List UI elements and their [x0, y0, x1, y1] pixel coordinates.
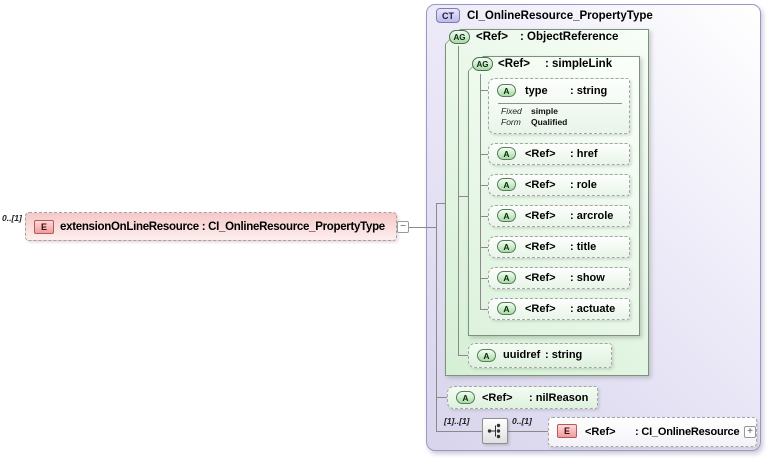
connector-line: [409, 227, 436, 228]
connector-line: [436, 203, 437, 432]
attribute-name: uuidref: [503, 349, 541, 361]
complex-type-title: CI_OnlineResource_PropertyType: [467, 10, 653, 22]
element-box-extensiononlineresource[interactable]: [25, 212, 397, 241]
connector-line: [436, 203, 445, 204]
element-badge: E: [34, 220, 54, 234]
child-cardinality: 0..[1]: [512, 416, 532, 426]
element-label: extensionOnLineResource : CI_OnlineResou…: [60, 221, 385, 233]
sequence-compositor[interactable]: [482, 418, 508, 444]
connector-line: [436, 431, 482, 432]
facet-label: Form: [501, 117, 521, 127]
connector-line: [480, 185, 488, 186]
attribute-box-title[interactable]: [488, 236, 630, 258]
attribute-badge: A: [456, 391, 475, 404]
attribute-name: <Ref>: [482, 392, 513, 404]
connector-line: [480, 247, 488, 248]
attribute-name: <Ref>: [525, 241, 556, 253]
attribute-badge: A: [497, 209, 516, 222]
attribute-box-nilreason[interactable]: [447, 386, 598, 409]
attribute-box-show[interactable]: [488, 267, 630, 289]
attribute-type: : show: [570, 272, 605, 284]
attribute-type: : arcrole: [570, 210, 614, 222]
attribute-group-name: <Ref>: [498, 58, 530, 70]
connector-line: [480, 278, 488, 279]
attribute-name: <Ref>: [525, 303, 556, 315]
attribute-group-badge: AG: [449, 30, 470, 44]
attribute-name: <Ref>: [525, 148, 556, 160]
connector-line: [480, 309, 488, 310]
attribute-group-badge: AG: [472, 57, 493, 71]
attribute-name: <Ref>: [525, 272, 556, 284]
attribute-badge: A: [497, 271, 516, 284]
attribute-badge: A: [497, 147, 516, 160]
connector-line: [480, 74, 481, 310]
attribute-badge: A: [497, 302, 516, 315]
attribute-box-arcrole[interactable]: [488, 205, 630, 227]
attribute-type: : title: [570, 241, 597, 253]
connector-line: [458, 196, 468, 197]
attribute-type: : string: [545, 349, 583, 361]
facet-value: simple: [531, 106, 558, 116]
facets-separator: [498, 103, 622, 104]
attribute-name: <Ref>: [525, 179, 556, 191]
attribute-group-type: : simpleLink: [545, 58, 613, 70]
attribute-name: <Ref>: [525, 210, 556, 222]
attribute-box-href[interactable]: [488, 143, 630, 165]
attribute-type: : role: [570, 179, 597, 191]
attribute-type: : string: [570, 85, 608, 97]
element-type: : CI_OnlineResource: [635, 426, 740, 438]
complex-type-badge: CT: [436, 8, 460, 23]
attribute-badge: A: [477, 349, 496, 362]
collapse-icon[interactable]: −: [397, 221, 409, 233]
connector-line: [480, 216, 488, 217]
expand-icon[interactable]: +: [744, 426, 756, 438]
attribute-box-role[interactable]: [488, 174, 630, 196]
element-box-ci-onlineresource[interactable]: [548, 417, 757, 447]
connector-line: [480, 90, 488, 91]
connector-line: [508, 431, 548, 432]
element-cardinality: 0..[1]: [2, 213, 22, 223]
element-badge: E: [557, 424, 577, 438]
connector-line: [480, 154, 488, 155]
attribute-group-type: : ObjectReference: [520, 31, 619, 43]
facet-label: Fixed: [501, 106, 522, 116]
facet-value: Qualified: [531, 117, 568, 127]
element-name: <Ref>: [585, 426, 616, 438]
attribute-badge: A: [497, 240, 516, 253]
connector-line: [458, 46, 459, 355]
attribute-badge: A: [497, 178, 516, 191]
attribute-type: : href: [570, 148, 598, 160]
attribute-type: : actuate: [570, 303, 616, 315]
attribute-box-actuate[interactable]: [488, 298, 630, 320]
connector-line: [436, 397, 447, 398]
compositor-cardinality: [1]..[1]: [444, 416, 470, 426]
attribute-type: : nilReason: [529, 392, 589, 404]
connector-line: [458, 355, 468, 356]
attribute-name: type: [525, 85, 548, 97]
attribute-group-name: <Ref>: [476, 31, 508, 43]
sequence-icon: [487, 423, 501, 439]
attribute-badge: A: [497, 84, 516, 97]
